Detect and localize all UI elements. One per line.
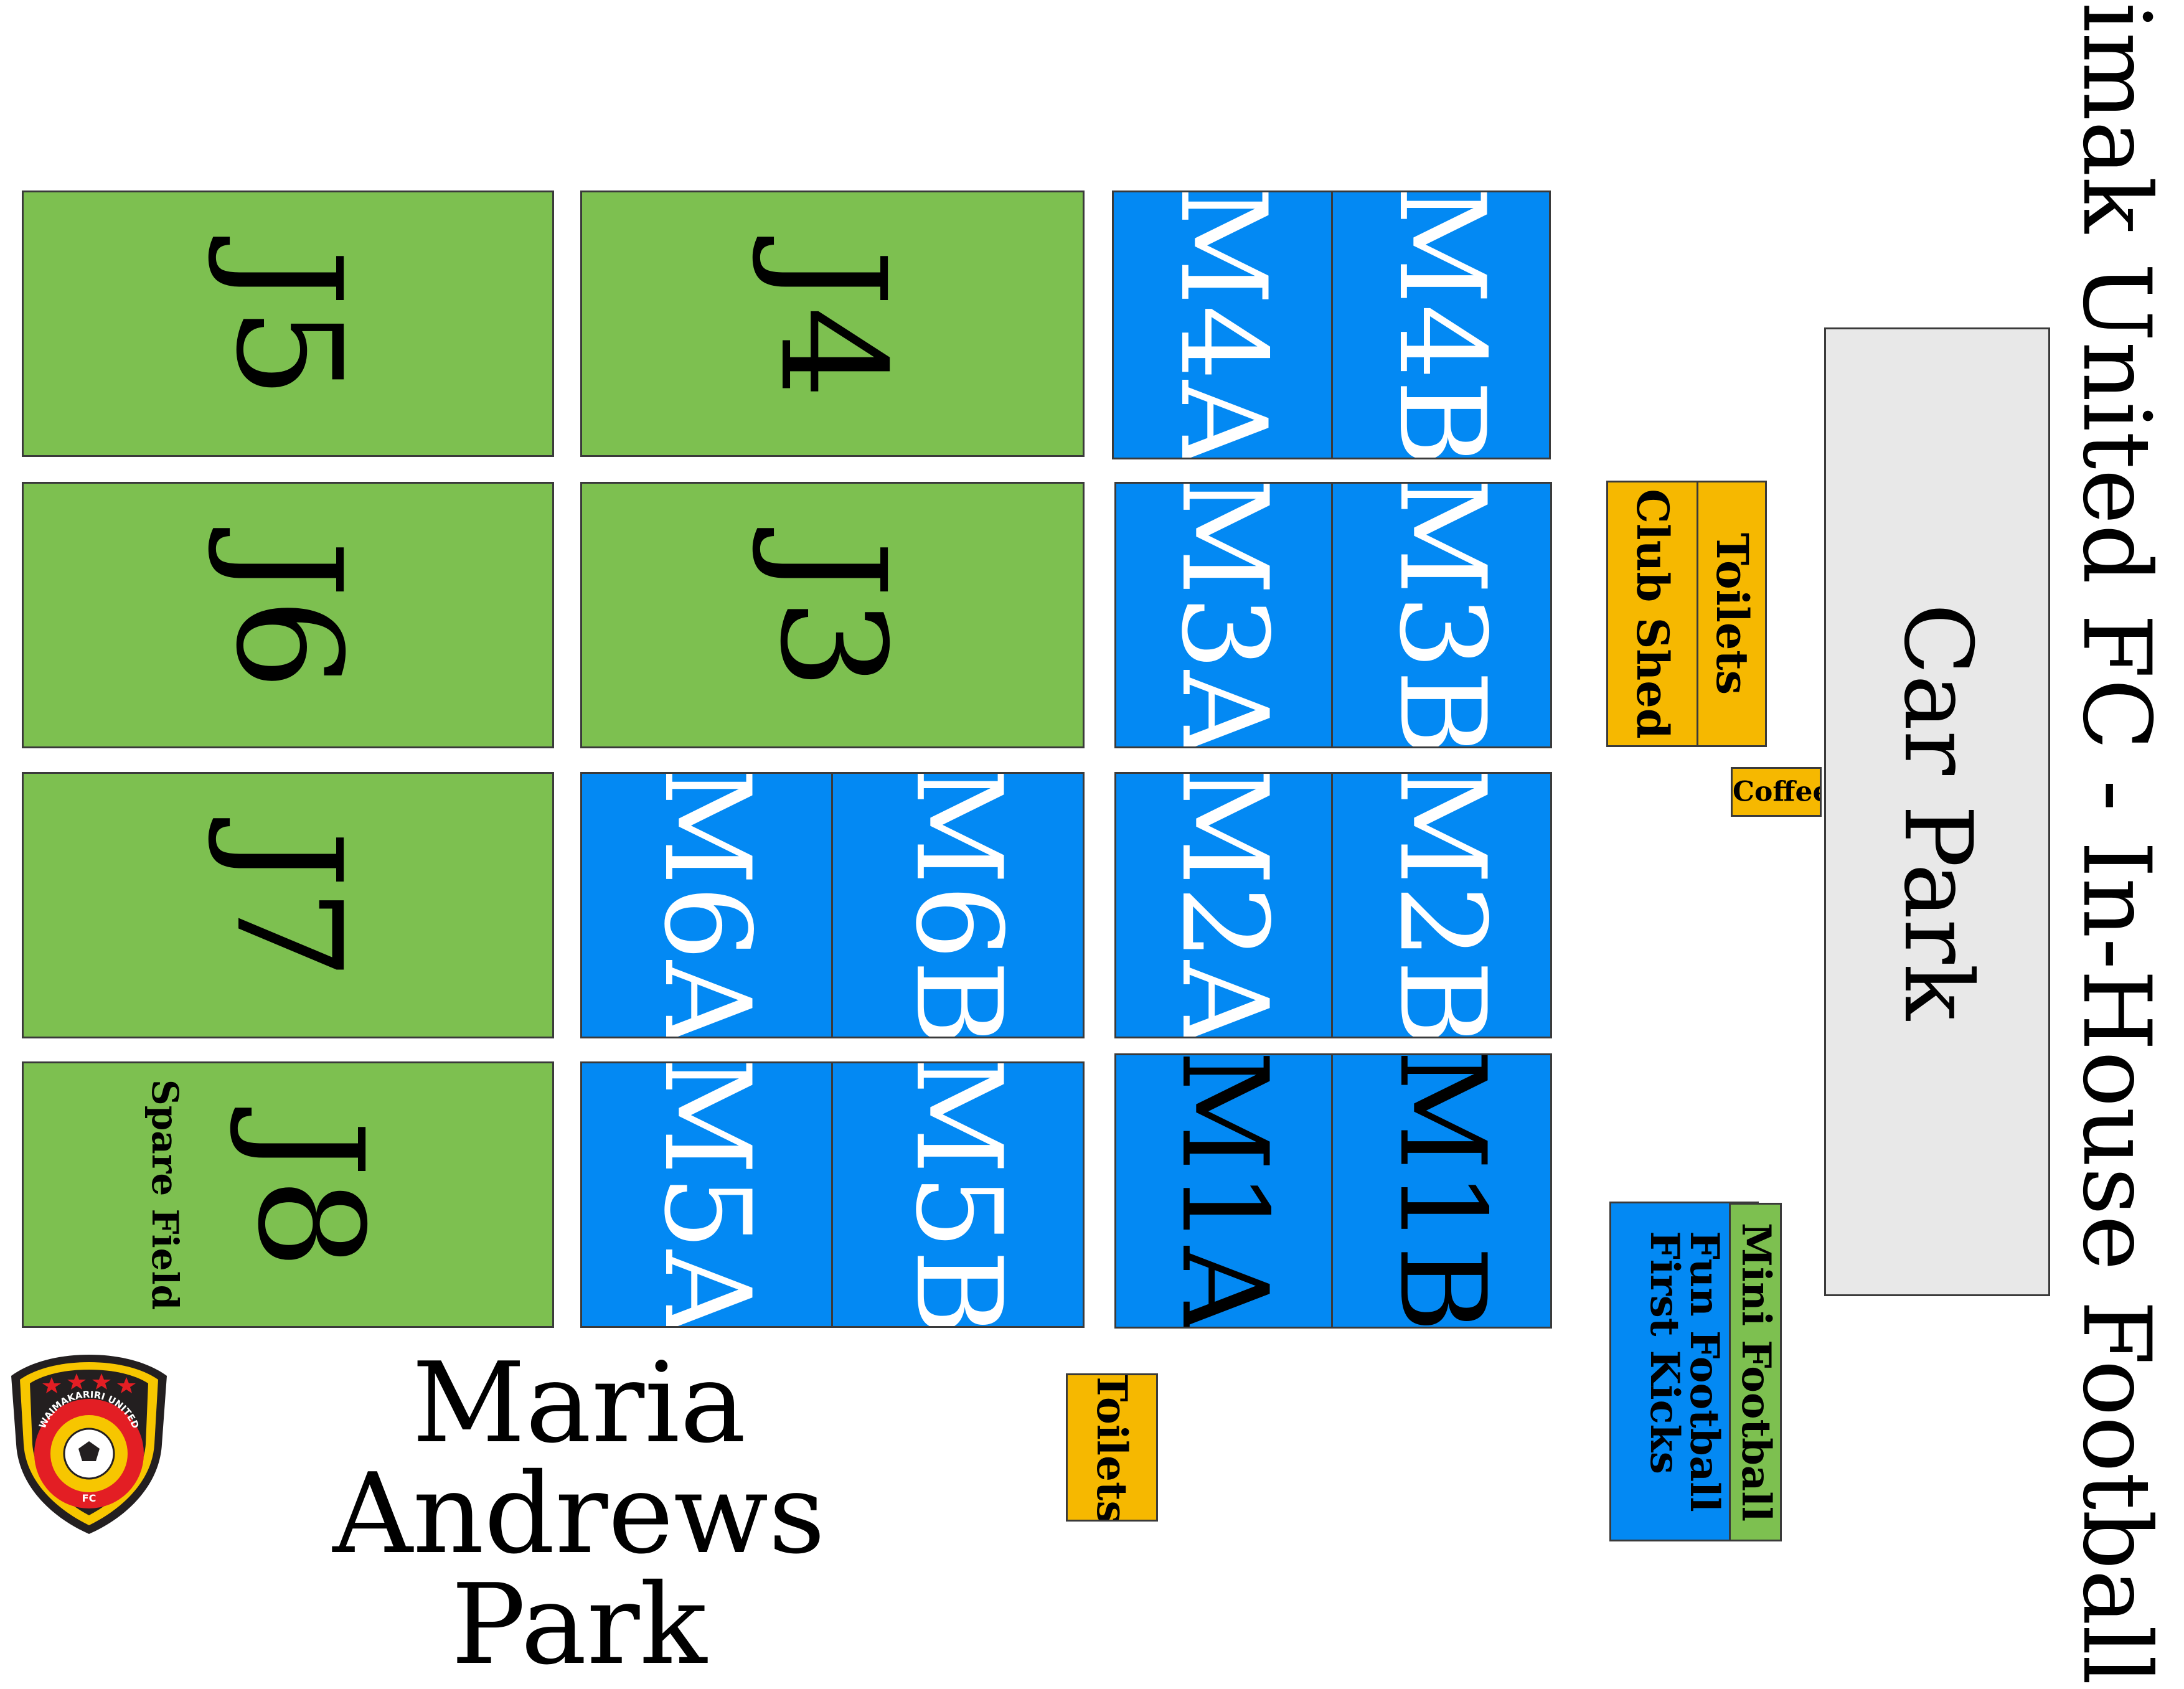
- pitch-divider: [1331, 1055, 1333, 1327]
- building-divider: [1697, 482, 1698, 745]
- pitch-j6-label: J6: [204, 540, 372, 690]
- pitch-j7-label: J7: [204, 830, 372, 981]
- pitch-m4a[interactable]: M4A: [1114, 192, 1331, 458]
- pitch-divider: [1331, 484, 1333, 746]
- pitch-m1: M1A M1B: [1114, 1053, 1552, 1329]
- pitch-j4[interactable]: J4: [580, 191, 1085, 457]
- pitch-m3b-label: M3B: [1373, 484, 1511, 746]
- star-icon: [42, 1373, 136, 1393]
- pitch-j8-label: J8: [226, 1119, 394, 1270]
- coffee-label: Coffee: [1733, 776, 1822, 808]
- pitch-m5b[interactable]: M5B: [833, 1063, 1083, 1326]
- coffee[interactable]: Coffee: [1731, 767, 1822, 817]
- map-title: Waimak United FC - In-House Football: [2048, 0, 2184, 1685]
- pitch-m6a-label: M6A: [638, 774, 776, 1037]
- pitch-m2b[interactable]: M2B: [1333, 774, 1550, 1037]
- pitch-j3-label: J3: [748, 540, 916, 690]
- pitch-m4b-label: M4B: [1372, 192, 1510, 458]
- park-name: Maria Andrews Park: [174, 1348, 984, 1680]
- pitch-m2: M2A M2B: [1114, 772, 1552, 1038]
- park-name-line2: Park: [451, 1560, 707, 1689]
- pitch-m5b-label: M5B: [889, 1063, 1027, 1326]
- toilets-top[interactable]: Toilets: [1698, 482, 1765, 745]
- toilets-bottom[interactable]: Toilets: [1066, 1373, 1158, 1522]
- pitch-m6: M6A M6B: [580, 772, 1085, 1038]
- club-shed-label: Club Shed: [1627, 489, 1678, 739]
- pitch-m3a[interactable]: M3A: [1116, 484, 1331, 746]
- fun-football-label: Fun Football First Kicks: [1641, 1231, 1728, 1512]
- pitch-m3a-label: M3A: [1155, 484, 1293, 746]
- pitch-j5[interactable]: J5: [22, 191, 554, 457]
- pitch-m2b-label: M2B: [1373, 774, 1511, 1037]
- pitch-m6a[interactable]: M6A: [582, 774, 831, 1037]
- pitch-m5a-label: M5A: [638, 1063, 776, 1326]
- club-shed-building: Club Shed Toilets: [1606, 481, 1767, 747]
- pitch-m5: M5A M5B: [580, 1061, 1085, 1328]
- pitch-j6[interactable]: J6: [22, 482, 554, 748]
- pitch-j3[interactable]: J3: [580, 482, 1085, 748]
- pitch-divider: [831, 1063, 833, 1326]
- pitch-divider: [1331, 774, 1333, 1037]
- pitch-m1b-label: M1B: [1373, 1055, 1511, 1327]
- pitch-m4: M4A M4B: [1112, 191, 1551, 459]
- mini-football-area[interactable]: Mini Football: [1729, 1203, 1782, 1541]
- pitch-m1b[interactable]: M1B: [1333, 1055, 1550, 1327]
- pitch-j8[interactable]: J8: [22, 1061, 554, 1328]
- fun-football-line1: Fun Football: [1681, 1231, 1728, 1512]
- car-park[interactable]: Car Park: [1824, 327, 2050, 1296]
- pitch-m6b[interactable]: M6B: [833, 774, 1083, 1037]
- pitch-m1a-label: M1A: [1155, 1055, 1293, 1327]
- map-title-text: Waimak United FC - In-House Football: [2062, 0, 2170, 1685]
- car-park-label: Car Park: [1883, 603, 1992, 1020]
- pitch-m2a-label: M2A: [1155, 774, 1293, 1037]
- toilets-top-label: Toilets: [1706, 532, 1758, 695]
- mini-football-label: Mini Football: [1732, 1223, 1779, 1522]
- pitch-m3: M3A M3B: [1114, 482, 1552, 748]
- pitch-j7[interactable]: J7: [22, 772, 554, 1038]
- pitch-j5-label: J5: [204, 248, 372, 399]
- spare-field-label: Spare Field: [144, 1079, 186, 1310]
- pitch-divider: [1331, 192, 1333, 458]
- club-crest-icon: WAIMAKARIRI UNITED FC: [11, 1355, 167, 1534]
- fun-football-line2: First Kicks: [1641, 1231, 1688, 1474]
- club-logo: WAIMAKARIRI UNITED FC: [5, 1351, 173, 1538]
- pitch-m1a[interactable]: M1A: [1116, 1055, 1331, 1327]
- logo-sub: FC: [82, 1492, 96, 1504]
- park-name-line1: Maria Andrews: [332, 1338, 826, 1578]
- pitch-m6b-label: M6B: [889, 774, 1027, 1037]
- pitch-m5a[interactable]: M5A: [582, 1063, 831, 1326]
- pitch-m2a[interactable]: M2A: [1116, 774, 1331, 1037]
- spare-field: Spare Field: [128, 1076, 202, 1313]
- toilets-bottom-label: Toilets: [1088, 1373, 1136, 1522]
- club-shed[interactable]: Club Shed: [1608, 482, 1697, 745]
- pitch-divider: [831, 774, 833, 1037]
- pitch-j4-label: J4: [748, 248, 916, 399]
- pitch-m4a-label: M4A: [1154, 192, 1292, 458]
- pitch-m4b[interactable]: M4B: [1333, 192, 1549, 458]
- pitch-m3b[interactable]: M3B: [1333, 484, 1550, 746]
